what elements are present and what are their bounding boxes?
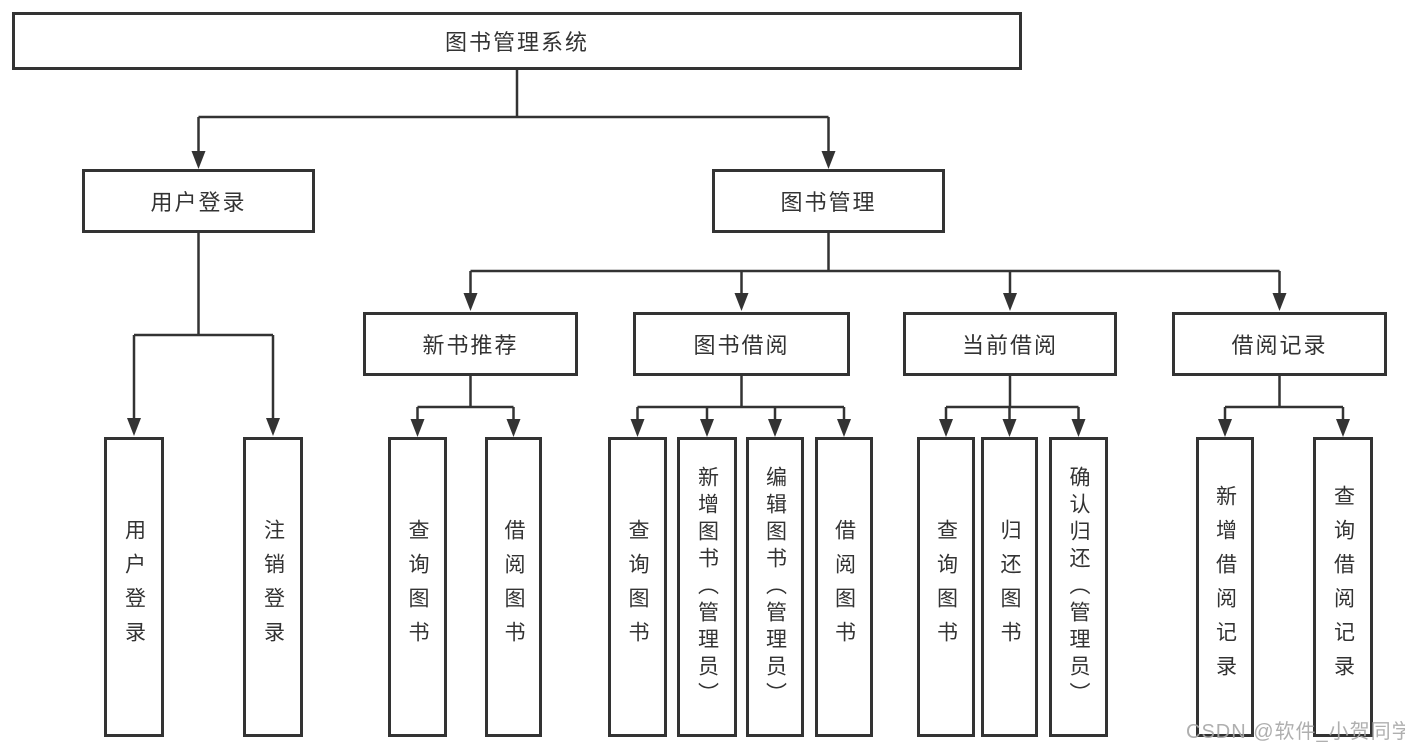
node-borrow-records: 借阅记录	[1172, 312, 1387, 376]
connector-new-book-arrows	[410, 419, 521, 437]
node-root-label: 图书管理系统	[444, 30, 589, 55]
connector-current-borrow-arrows	[939, 419, 1086, 437]
leaf-current-query-books-label: 查询图书	[934, 519, 958, 655]
leaf-borrow-query-books: 查询图书	[608, 437, 667, 737]
node-user-login-label: 用户登录	[150, 190, 247, 215]
leaf-return-books: 归还图书	[981, 437, 1038, 737]
node-user-login: 用户登录	[82, 169, 315, 233]
connector-root	[197, 70, 830, 153]
leaf-confirm-return-admin: 确认归还（管理员）	[1049, 437, 1108, 737]
leaf-borrow-query-books-label: 查询图书	[626, 519, 649, 655]
leaf-add-books-admin: 新增图书（管理员）	[677, 437, 737, 737]
leaf-confirm-return-admin-label: 确认归还（管理员）	[1067, 465, 1090, 709]
leaf-recommend-query-books: 查询图书	[388, 437, 447, 737]
node-new-book-recommend-label: 新书推荐	[422, 333, 519, 358]
leaf-current-query-books: 查询图书	[917, 437, 975, 737]
node-current-borrow-label: 当前借阅	[961, 333, 1058, 358]
leaf-recommend-borrow-books-label: 借阅图书	[502, 519, 525, 655]
connector-book-borrow-arrows	[630, 419, 851, 437]
leaf-add-borrow-record: 新增借阅记录	[1196, 437, 1254, 737]
connector-book-borrow	[636, 376, 846, 421]
node-book-management-label: 图书管理	[780, 190, 877, 215]
connector-book-management-arrows	[463, 293, 1287, 311]
connector-root-arrows	[191, 151, 836, 169]
node-book-management: 图书管理	[712, 169, 945, 233]
leaf-edit-books-admin: 编辑图书（管理员）	[746, 437, 804, 737]
leaf-recommend-borrow-books: 借阅图书	[485, 437, 542, 737]
leaf-return-books-label: 归还图书	[998, 519, 1021, 655]
leaf-user-login-label: 用户登录	[122, 519, 146, 655]
connector-book-management	[469, 233, 1281, 295]
connector-current-borrow	[944, 376, 1080, 421]
leaf-logout-label: 注销登录	[261, 519, 285, 655]
connector-user-login	[132, 233, 275, 420]
node-new-book-recommend: 新书推荐	[363, 312, 578, 376]
leaf-borrow-books-label: 借阅图书	[832, 519, 856, 655]
leaf-query-borrow-record: 查询借阅记录	[1313, 437, 1373, 737]
connector-borrow-records-arrows	[1218, 419, 1350, 437]
node-borrow-records-label: 借阅记录	[1231, 333, 1328, 358]
leaf-add-books-admin-label: 新增图书（管理员）	[695, 465, 719, 709]
leaf-recommend-query-books-label: 查询图书	[406, 519, 429, 655]
leaf-edit-books-admin-label: 编辑图书（管理员）	[763, 465, 787, 709]
node-book-borrow: 图书借阅	[633, 312, 850, 376]
leaf-query-borrow-record-label: 查询借阅记录	[1331, 485, 1355, 689]
leaf-logout: 注销登录	[243, 437, 303, 737]
connector-borrow-records	[1223, 376, 1345, 421]
leaf-add-borrow-record-label: 新增借阅记录	[1213, 485, 1237, 689]
leaf-user-login: 用户登录	[104, 437, 164, 737]
connector-new-book	[416, 376, 515, 421]
connector-user-login-arrows	[127, 418, 280, 436]
node-current-borrow: 当前借阅	[903, 312, 1117, 376]
node-book-borrow-label: 图书借阅	[693, 333, 790, 358]
node-root: 图书管理系统	[12, 12, 1022, 70]
csdn-watermark: CSDN @软件_小贺同学	[1186, 721, 1405, 743]
leaf-borrow-books: 借阅图书	[815, 437, 873, 737]
